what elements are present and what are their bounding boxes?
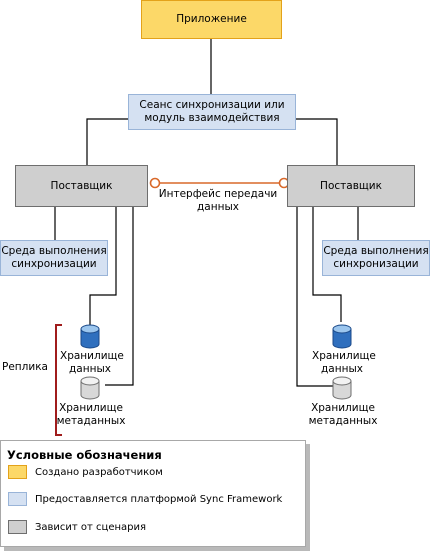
data-store-right-icon <box>332 324 352 349</box>
data-store-left-icon <box>80 324 100 349</box>
provider-right-box: Поставщик <box>287 165 415 207</box>
metadata-store-left-icon <box>80 376 100 400</box>
application-box: Приложение <box>141 0 282 39</box>
metadata-store-left-label: Хранилище метаданных <box>56 402 126 427</box>
replica-label: Реплика <box>2 361 48 373</box>
metadata-store-right-icon <box>332 376 352 400</box>
runtime-left-box: Среда выполнения синхронизации <box>0 240 108 276</box>
data-store-right-label: Хранилище данных <box>312 350 376 375</box>
runtime-right-label: Среда выполнения синхронизации <box>323 245 429 270</box>
legend-item-label: Предоставляется платформой Sync Framewor… <box>35 493 283 505</box>
legend-item-label: Создано разработчиком <box>35 466 163 478</box>
runtime-right-box: Среда выполнения синхронизации <box>322 240 430 276</box>
legend-item-scenario: Зависит от сценария <box>8 520 146 534</box>
legend-item-label: Зависит от сценария <box>35 521 147 533</box>
legend-swatch-platform <box>8 492 27 506</box>
interface-label: Интерфейс передачи данных <box>158 188 278 213</box>
session-label: Сеанс синхронизации или модуль взаимодей… <box>139 99 285 124</box>
runtime-left-label: Среда выполнения синхронизации <box>1 245 107 270</box>
replica-bracket <box>55 324 62 436</box>
metadata-store-right-label: Хранилище метаданных <box>308 402 378 427</box>
legend-item-developer: Создано разработчиком <box>8 465 163 479</box>
data-store-left-label: Хранилище данных <box>60 350 124 375</box>
interface-port-left <box>149 177 161 189</box>
provider-left-box: Поставщик <box>15 165 148 207</box>
legend: Условные обозначения Создано разработчик… <box>0 440 306 547</box>
legend-swatch-scenario <box>8 520 27 534</box>
session-box: Сеанс синхронизации или модуль взаимодей… <box>128 94 296 130</box>
provider-left-label: Поставщик <box>50 179 113 192</box>
application-label: Приложение <box>176 13 247 25</box>
provider-right-label: Поставщик <box>320 179 382 192</box>
legend-item-platform: Предоставляется платформой Sync Framewor… <box>8 492 282 506</box>
legend-swatch-developer <box>8 465 27 479</box>
legend-title: Условные обозначения <box>7 448 162 462</box>
